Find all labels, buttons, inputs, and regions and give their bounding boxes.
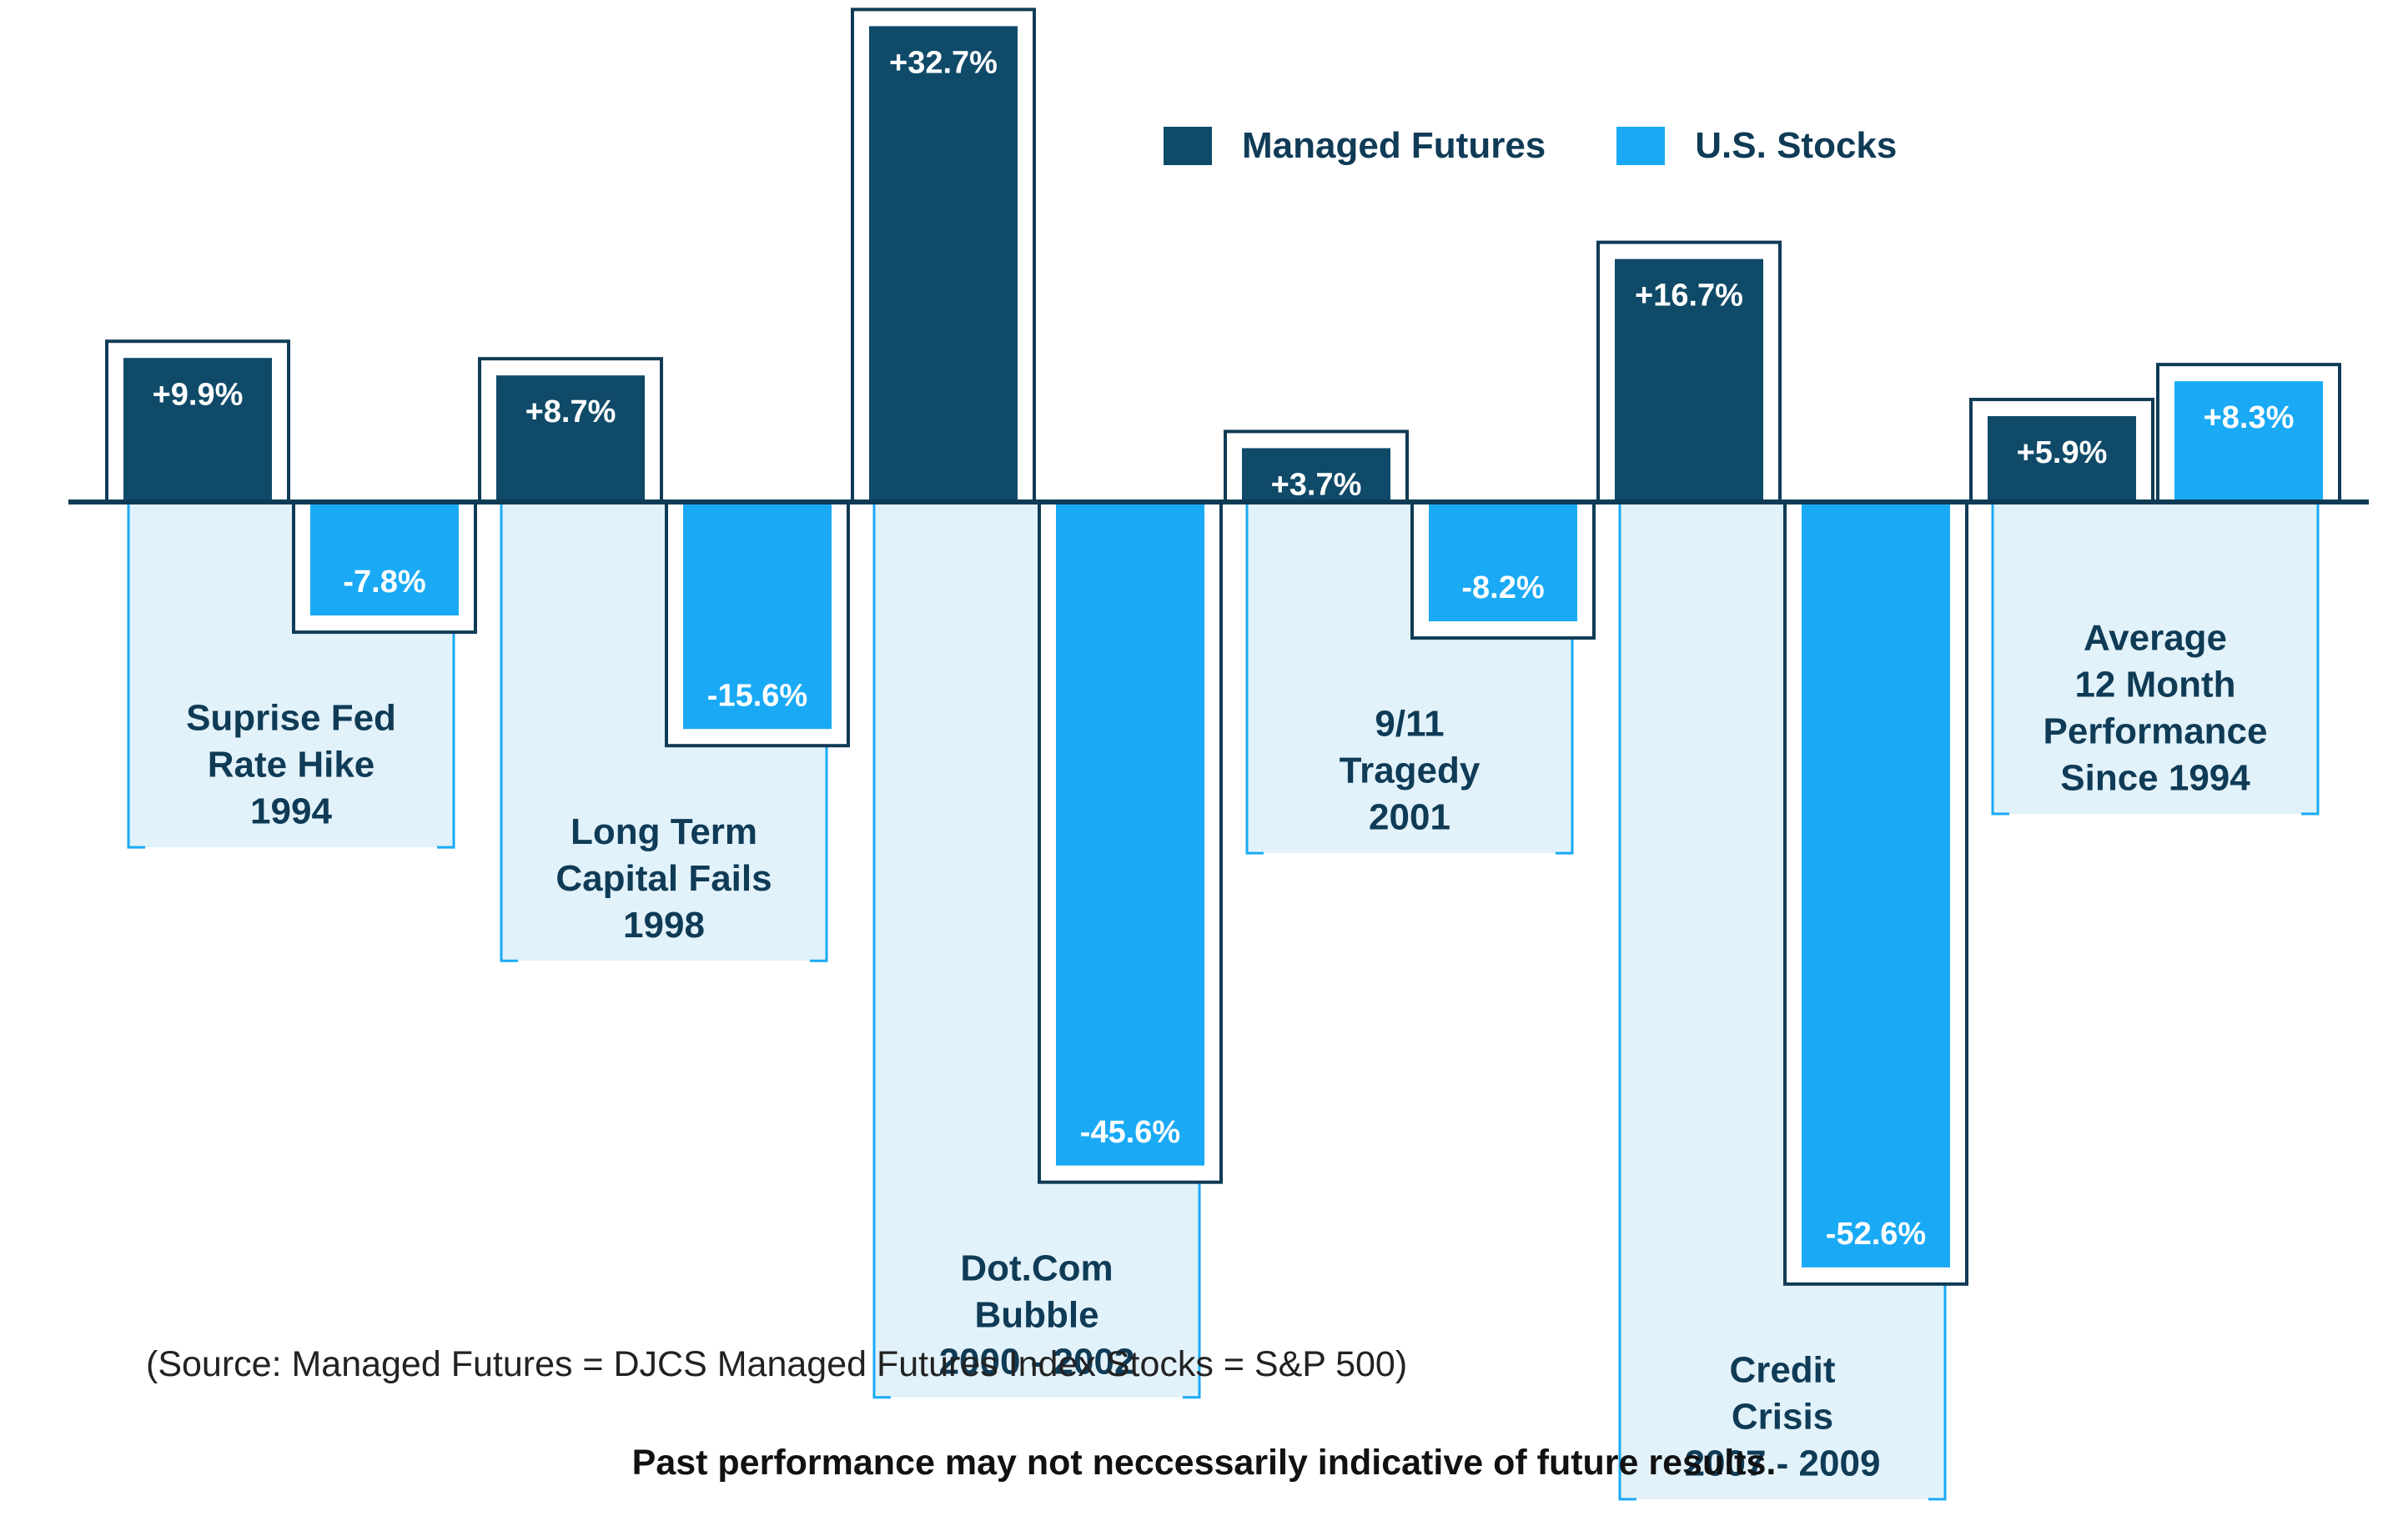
legend-label-us-stocks: U.S. Stocks — [1695, 125, 1898, 166]
category-label: Tragedy — [1340, 750, 1480, 791]
bar-value-label: -45.6% — [1080, 1115, 1180, 1150]
source-note: (Source: Managed Futures = DJCS Managed … — [146, 1344, 1408, 1384]
category-label: 12 Month — [2074, 665, 2235, 705]
bar-managed-futures — [123, 358, 272, 502]
legend-swatch-managed-futures — [1164, 127, 1212, 165]
bar-managed-futures — [1988, 416, 2136, 502]
category-label: Long Term — [571, 811, 757, 852]
category-label: Performance — [2043, 711, 2267, 752]
bar-value-label: -7.8% — [343, 565, 425, 600]
bar-us-stocks — [1429, 502, 1577, 622]
category-label: 1998 — [623, 905, 705, 946]
legend-label-managed-futures: Managed Futures — [1242, 125, 1546, 166]
category-label: Average — [2084, 618, 2227, 659]
legend-item-managed-futures: Managed Futures — [1164, 125, 1546, 167]
category-label: Capital Fails — [555, 858, 772, 899]
category-label-bracket-left — [127, 502, 145, 849]
bar-value-label: -15.6% — [707, 678, 807, 713]
bar-value-label: +9.9% — [153, 377, 244, 412]
bar-managed-futures — [1242, 448, 1390, 502]
category-label-bracket-left — [1245, 502, 1264, 855]
category-label-bracket-left — [1991, 502, 2009, 816]
bar-managed-futures — [496, 375, 645, 502]
category-label: Credit — [1729, 1349, 1835, 1390]
category-label: 1994 — [250, 791, 332, 832]
bar-value-label: +16.7% — [1635, 279, 1743, 314]
category-label: Crisis — [1732, 1396, 1833, 1437]
category-label: Bubble — [974, 1294, 1098, 1335]
category-label: Rate Hike — [208, 745, 375, 786]
bar-us-stocks — [310, 502, 459, 616]
bar-value-label: -52.6% — [1826, 1217, 1926, 1252]
bar-value-label: +8.3% — [2204, 400, 2295, 435]
category-label-bracket-left — [500, 502, 518, 962]
category-label-bracket-left — [1618, 502, 1636, 1501]
bar-us-stocks — [683, 502, 832, 730]
category-label: Since 1994 — [2060, 758, 2250, 799]
bar-value-label: +8.7% — [525, 394, 616, 429]
category-label-bracket-left — [872, 502, 891, 1399]
category-label-box — [1993, 502, 2318, 814]
legend-item-us-stocks: U.S. Stocks — [1616, 125, 1897, 167]
bar-value-label: -8.2% — [1461, 570, 1544, 605]
category-label: 2000 - 2002 — [939, 1341, 1135, 1382]
bar-value-label: +32.7% — [889, 45, 998, 80]
bar-us-stocks — [1056, 502, 1204, 1166]
disclaimer: Past performance may not neccessarily in… — [631, 1443, 1777, 1483]
bar-us-stocks — [1802, 502, 1950, 1267]
category-label: Dot.Com — [960, 1247, 1113, 1288]
category-label-bracket-right — [2301, 502, 2320, 816]
bar-value-label: +5.9% — [2017, 435, 2108, 470]
bar-value-label: +3.7% — [1271, 467, 1362, 502]
category-label: 9/11 — [1375, 704, 1444, 745]
bar-managed-futures — [1615, 259, 1763, 502]
bar-us-stocks — [2174, 381, 2323, 502]
legend: Managed Futures U.S. Stocks — [1164, 125, 1968, 167]
legend-swatch-us-stocks — [1616, 127, 1666, 165]
category-label: 2001 — [1369, 797, 1450, 838]
bar-managed-futures — [869, 26, 1018, 502]
category-label: Suprise Fed — [186, 698, 396, 739]
category-label: 2007 - 2009 — [1685, 1443, 1881, 1483]
